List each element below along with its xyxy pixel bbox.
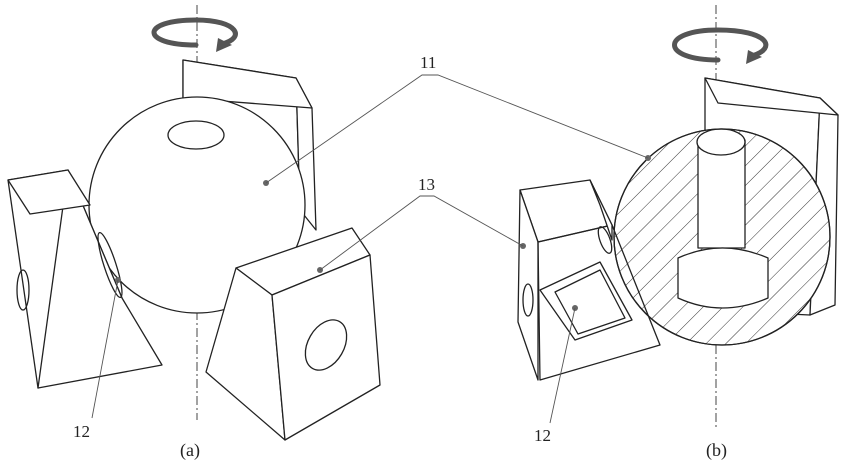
caption-a: (a) — [180, 440, 200, 461]
label-11: 11 — [420, 53, 436, 72]
label-13: 13 — [418, 175, 435, 194]
leader-11 — [266, 75, 648, 183]
panel-a — [8, 5, 380, 440]
leader-12-b — [550, 308, 575, 423]
label-12-b: 12 — [534, 426, 551, 445]
label-12-a: 12 — [73, 422, 90, 441]
rotation-arrow-b-icon — [675, 30, 766, 64]
panel-b — [518, 5, 840, 430]
rotation-arrow-a-icon — [154, 20, 235, 52]
caption-b: (b) — [706, 440, 727, 461]
